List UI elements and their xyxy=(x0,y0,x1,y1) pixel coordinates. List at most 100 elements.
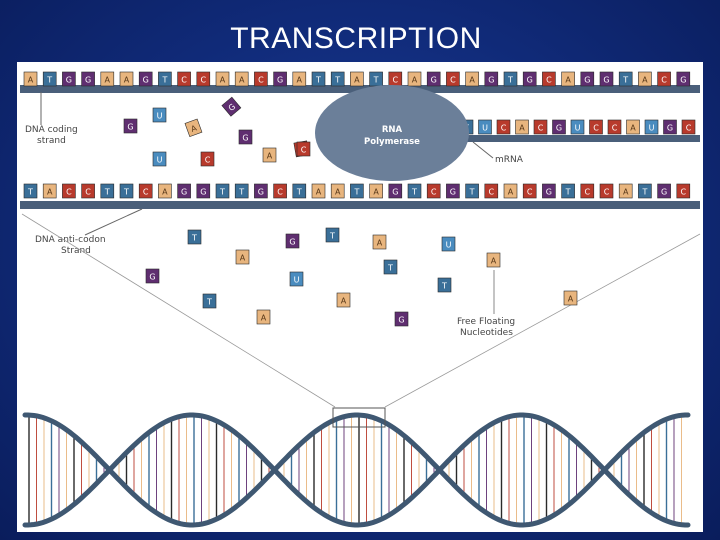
nucleotide-tile xyxy=(81,71,95,87)
nucleotide-t: T xyxy=(437,277,452,293)
nucleotide-tile xyxy=(23,71,38,87)
nucleotide-tile xyxy=(254,71,268,87)
nucleotide-letter: G xyxy=(667,124,673,133)
nucleotide-g: G xyxy=(663,119,677,135)
nucleotide-c: C xyxy=(200,151,215,167)
nucleotide-letter: T xyxy=(206,298,212,307)
free-nucleotides-label-line2: Nucleotides xyxy=(460,328,513,338)
nucleotide-g: G xyxy=(552,119,566,135)
nucleotide-tile xyxy=(607,119,622,135)
nucleotide-tile xyxy=(311,183,326,199)
nucleotide-c: C xyxy=(138,183,153,199)
nucleotide-tile xyxy=(119,183,134,199)
nucleotide-letter: A xyxy=(508,188,514,197)
nucleotide-tile xyxy=(563,290,578,306)
nucleotide-letter: T xyxy=(565,188,571,197)
nucleotide-letter: A xyxy=(519,124,525,133)
nucleotide-t: T xyxy=(330,71,345,87)
nucleotide-tile xyxy=(42,183,57,199)
nucleotide-tile xyxy=(273,71,287,87)
nucleotide-a: A xyxy=(503,183,518,199)
nucleotide-a: A xyxy=(23,71,38,87)
nucleotide-letter: C xyxy=(489,188,495,197)
nucleotide-tile xyxy=(235,249,250,265)
nucleotide-a: A xyxy=(372,234,387,250)
nucleotide-tile xyxy=(350,183,364,199)
nucleotide-a: A xyxy=(100,71,115,87)
nucleotide-letter: U xyxy=(482,124,488,133)
nucleotide-letter: C xyxy=(661,76,667,85)
nucleotide-c: C xyxy=(388,71,403,87)
nucleotide-tile xyxy=(311,71,326,87)
nucleotide-u: U xyxy=(441,236,456,252)
free-nucleotides-top: GUGAGUCACC xyxy=(123,96,311,167)
nucleotide-letter: U xyxy=(157,156,163,165)
nucleotide-g: G xyxy=(522,71,537,87)
nucleotide-c: C xyxy=(676,183,691,199)
nucleotide-g: G xyxy=(238,129,253,145)
nucleotide-letter: C xyxy=(66,188,72,197)
nucleotide-tile xyxy=(496,119,511,135)
nucleotide-letter: G xyxy=(277,76,283,85)
nucleotide-a: A xyxy=(234,71,249,87)
nucleotide-c: C xyxy=(599,183,614,199)
nucleotide-letter: A xyxy=(335,188,341,197)
nucleotide-tile xyxy=(638,183,652,199)
nucleotide-c: C xyxy=(496,119,511,135)
nucleotide-a: A xyxy=(215,71,230,87)
nucleotide-letter: A xyxy=(47,188,53,197)
nucleotide-letter: C xyxy=(538,124,544,133)
nucleotide-tile xyxy=(119,71,134,87)
nucleotide-letter: A xyxy=(220,76,226,85)
nucleotide-t: T xyxy=(561,183,575,199)
nucleotide-letter: U xyxy=(446,241,452,250)
nucleotide-letter: A xyxy=(105,76,111,85)
nucleotide-letter: T xyxy=(329,232,335,241)
nucleotide-letter: A xyxy=(373,188,379,197)
nucleotide-tile xyxy=(522,183,537,199)
nucleotide-tile xyxy=(215,183,230,199)
nucleotide-g: G xyxy=(81,71,95,87)
nucleotide-letter: C xyxy=(181,76,187,85)
nucleotide-tile xyxy=(663,119,677,135)
nucleotide-tile xyxy=(100,71,115,87)
nucleotide-tile xyxy=(372,234,387,250)
nucleotide-a: A xyxy=(292,71,307,87)
nucleotide-letter: G xyxy=(227,102,238,113)
nucleotide-tile xyxy=(238,129,253,145)
nucleotide-c: C xyxy=(196,71,211,87)
nucleotide-g: G xyxy=(62,71,76,87)
nucleotide-tile xyxy=(42,71,57,87)
nucleotide-letter: A xyxy=(316,188,322,197)
nucleotide-letter: A xyxy=(354,76,360,85)
nucleotide-tile xyxy=(325,227,340,243)
nucleotide-tile xyxy=(215,71,230,87)
nucleotide-tile xyxy=(369,71,383,87)
nucleotide-g: G xyxy=(285,233,300,249)
nucleotide-tile xyxy=(292,71,307,87)
nucleotide-c: C xyxy=(446,71,460,87)
nucleotide-letter: T xyxy=(373,76,379,85)
nucleotide-letter: T xyxy=(622,76,628,85)
nucleotide-letter: T xyxy=(387,264,393,273)
nucleotide-tile xyxy=(618,71,633,87)
nucleotide-letter: C xyxy=(686,124,692,133)
nucleotide-tile xyxy=(187,229,202,245)
nucleotide-tile xyxy=(515,119,529,135)
nucleotide-g: G xyxy=(580,71,595,87)
nucleotide-tile xyxy=(196,183,211,199)
nucleotide-letter: G xyxy=(127,123,133,132)
nucleotide-tile xyxy=(158,71,172,87)
nucleotide-letter: A xyxy=(162,188,168,197)
nucleotide-letter: G xyxy=(143,76,149,85)
nucleotide-letter: G xyxy=(556,124,562,133)
nucleotide-tile xyxy=(262,147,277,163)
nucleotide-tile xyxy=(561,183,575,199)
nucleotide-tile xyxy=(234,183,249,199)
nucleotide-g: G xyxy=(177,183,191,199)
mrna-pointer xyxy=(472,141,494,159)
nucleotide-letter: C xyxy=(612,124,618,133)
nucleotide-t: T xyxy=(383,259,398,275)
